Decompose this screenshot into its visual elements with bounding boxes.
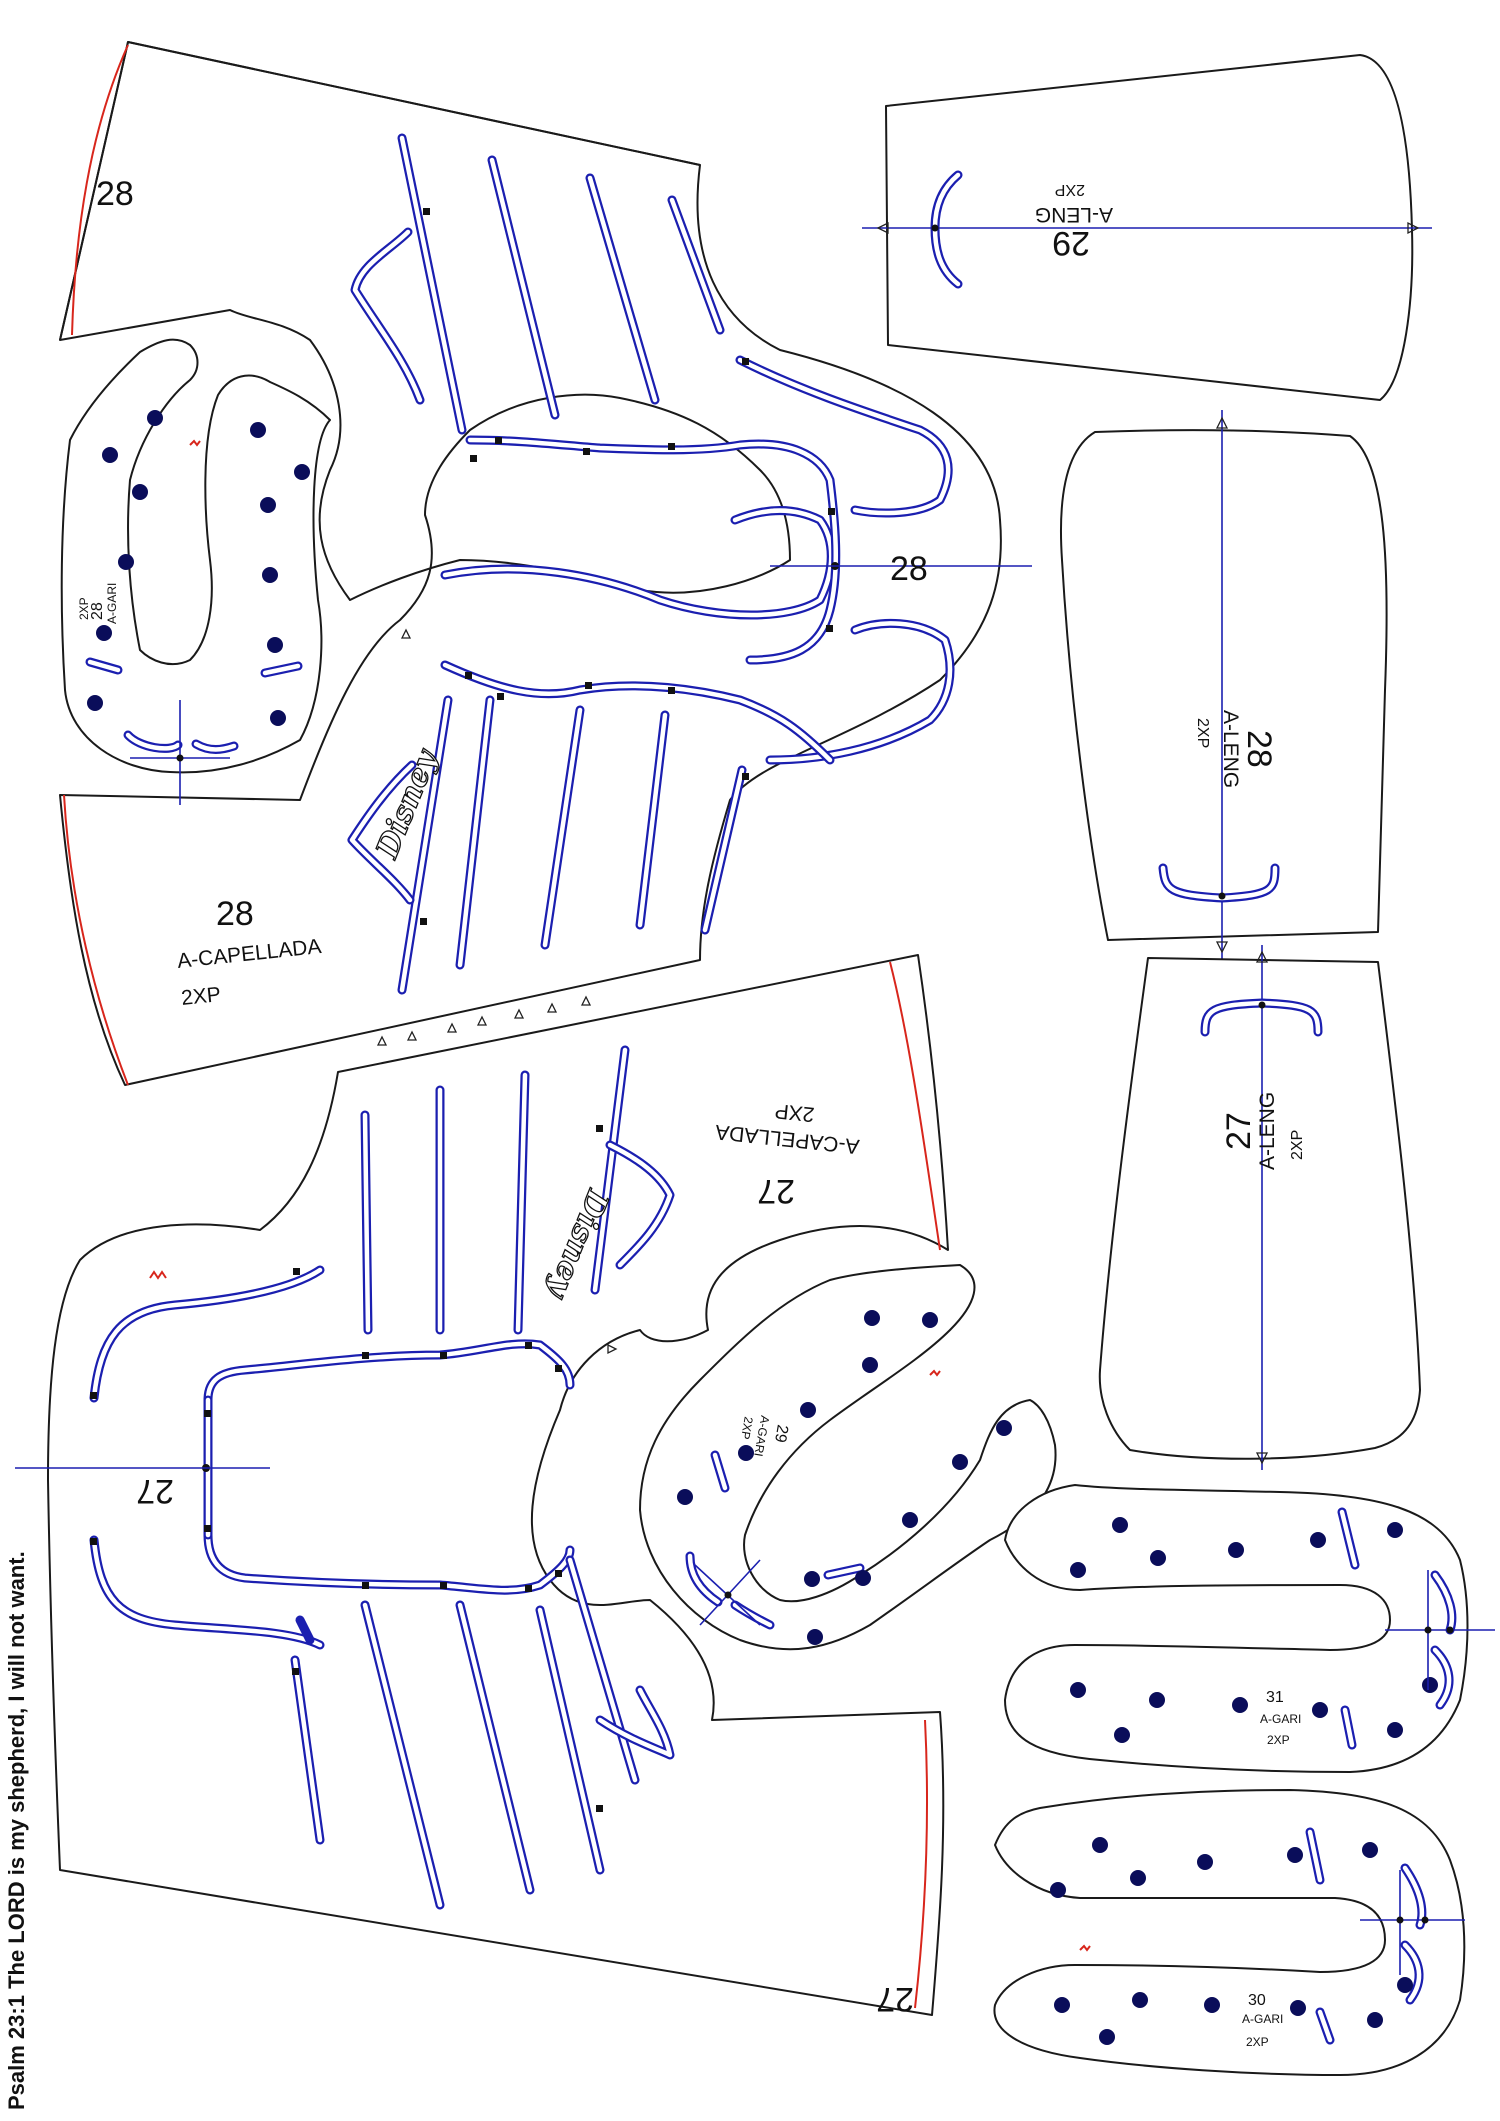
leng-28-qty: 2XP	[1194, 718, 1211, 748]
leng-29-size: 29	[1052, 224, 1090, 262]
gari-28-name: A-GARI	[105, 583, 119, 624]
capellada-28-qty: 2XP	[180, 983, 222, 1010]
piece-gari-30: 30 A-GARI 2XP	[993, 1789, 1466, 2076]
gari-30-size: 30	[1248, 1992, 1266, 2009]
leng-28-name: A-LENG	[1219, 710, 1242, 788]
leng-27-size: 27	[1220, 1112, 1258, 1150]
gari-31-size: 31	[1266, 1689, 1284, 1706]
piece-leng-28: 28 A-LENG 2XP	[1059, 410, 1388, 960]
piece-capellada-27: Disney 27 A-CAPELLADA 2XP 27 27	[15, 954, 949, 2018]
piece-gari-28: 28 A-GARI 2XP	[60, 338, 331, 805]
capellada-27-qty: 2XP	[774, 1099, 816, 1126]
piece-gari-31: 31 A-GARI 2XP	[1004, 1484, 1495, 1773]
psalm-verse: Psalm 23:1 The LORD is my shepherd, I wi…	[4, 1551, 29, 2110]
gari-28-size: 28	[89, 602, 106, 620]
leng-29-qty: 2XP	[1055, 181, 1085, 198]
piece-leng-27: 27 A-LENG 2XP	[1098, 945, 1421, 1470]
capellada-27-center-size: 27	[136, 1472, 174, 1510]
gari-29-qty: 2XP	[738, 1416, 756, 1441]
piece-leng-29: 29 A-LENG 2XP	[862, 54, 1432, 401]
leng-27-qty: 2XP	[1289, 1130, 1306, 1160]
capellada-28-center-size: 28	[890, 550, 928, 588]
capellada-27-size: 27	[757, 1172, 795, 1210]
gari-31-qty: 2XP	[1267, 1733, 1290, 1747]
gari-29-size: 29	[771, 1423, 791, 1444]
leng-27-name: A-LENG	[1256, 1092, 1279, 1170]
leng-28-size: 28	[1240, 730, 1278, 768]
capellada-28-corner-size: 28	[96, 175, 134, 213]
gari-30-qty: 2XP	[1246, 2035, 1269, 2049]
gari-31-name: A-GARI	[1260, 1712, 1301, 1726]
gari-28-qty: 2XP	[77, 597, 91, 620]
gari-30-name: A-GARI	[1242, 2012, 1283, 2026]
leng-29-name: A-LENG	[1035, 203, 1113, 226]
capellada-28-size: 28	[216, 895, 254, 933]
capellada-27-corner-size: 27	[876, 1980, 914, 2018]
piece-capellada-28: Disney 28 28 28 A-CAPELLADA 2XP	[59, 41, 1032, 1086]
piece-gari-29: 29 A-GARI 2XP	[639, 1264, 1057, 1651]
